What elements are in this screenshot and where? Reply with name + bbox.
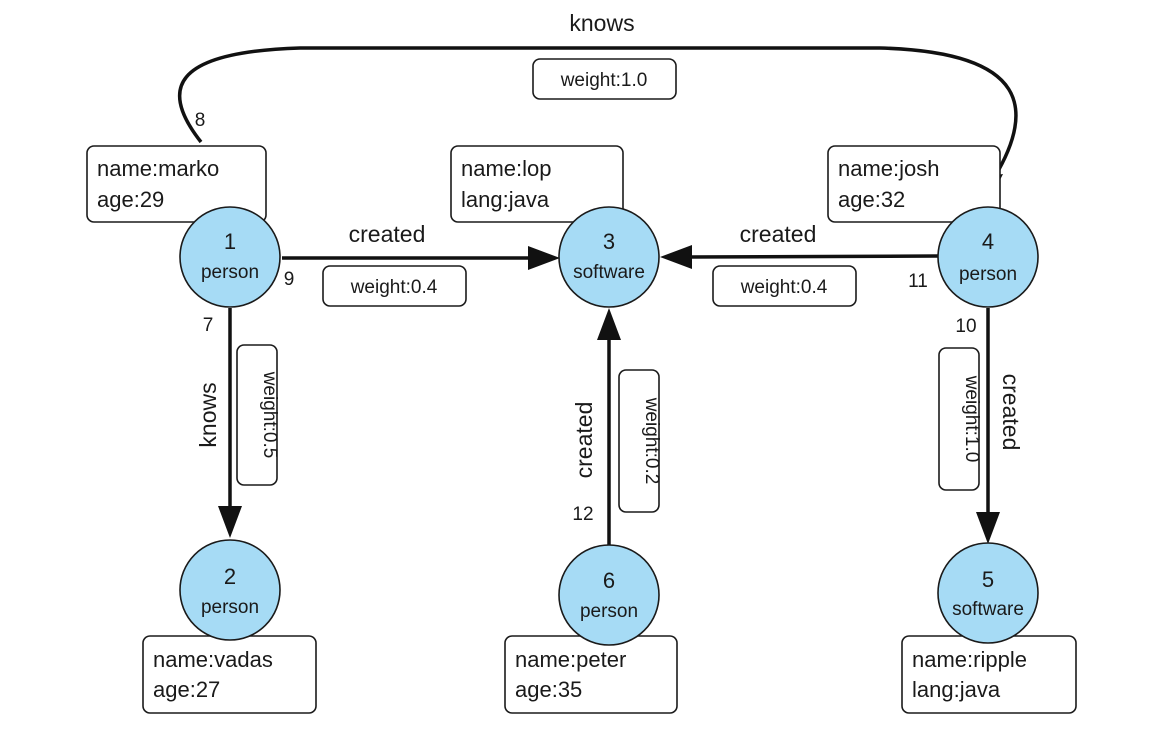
edge-10-arrowhead	[976, 512, 1000, 544]
vertex-3-label: software	[573, 262, 645, 283]
vertex-1-prop-name: name:marko	[97, 156, 219, 181]
edge-7-label: knows	[195, 382, 221, 447]
vertex-3-prop-name: name:lop	[461, 156, 552, 181]
vertex-2-circle	[179, 539, 281, 641]
edge-8-weight: weight:1.0	[560, 70, 648, 91]
vertex-1-prop-age: age:29	[97, 187, 164, 212]
vertex-3-properties: name:lop lang:java	[450, 145, 624, 223]
vertex-4-prop-age: age:32	[838, 187, 905, 212]
vertex-2-label: person	[201, 597, 259, 618]
edge-8-label: knows	[569, 10, 634, 36]
vertex-6: 6 person	[558, 544, 660, 646]
vertex-2: 2 person	[179, 539, 281, 641]
vertex-2-prop-name: name:vadas	[153, 647, 273, 672]
vertex-4-id: 4	[982, 229, 994, 254]
edge-7-id: 7	[203, 315, 214, 336]
vertex-5-prop-lang: lang:java	[912, 677, 1001, 702]
vertex-1-properties: name:marko age:29	[86, 145, 267, 223]
edge-12: created weight:0.2 12	[571, 308, 662, 546]
edge-10: created weight:1.0 10	[938, 308, 1024, 544]
vertex-3: 3 software	[558, 206, 660, 308]
edge-12-arrowhead	[597, 308, 621, 340]
edge-10-weight: weight:1.0	[961, 375, 982, 463]
edge-10-weight-box	[938, 347, 980, 491]
edge-9-arrowhead	[528, 246, 560, 270]
edge-9: created weight:0.4 9	[282, 221, 560, 307]
edge-9-weight-box	[322, 265, 467, 307]
edge-11-id: 11	[908, 271, 928, 292]
edge-11-label: created	[740, 221, 817, 247]
vertex-1-property-box	[86, 145, 267, 223]
vertex-2-id: 2	[224, 564, 236, 589]
edge-9-id: 9	[284, 269, 295, 290]
vertex-3-circle	[558, 206, 660, 308]
edge-11-line	[689, 254, 939, 259]
vertex-6-id: 6	[603, 568, 615, 593]
edge-10-id: 10	[955, 316, 976, 337]
edge-12-id: 12	[572, 504, 593, 525]
edge-8-line	[177, 46, 1018, 179]
vertex-3-property-box	[450, 145, 624, 223]
edge-11-weight: weight:0.4	[740, 277, 828, 298]
edge-12-label: created	[571, 402, 597, 479]
vertex-4: 4 person	[937, 206, 1039, 308]
edge-12-weight-box	[618, 369, 660, 513]
edge-10-label: created	[998, 374, 1024, 451]
edge-7-arrowhead	[218, 506, 242, 538]
vertex-1-circle	[179, 206, 281, 308]
edge-8-weight-box	[532, 58, 677, 100]
vertex-4-label: person	[959, 264, 1017, 285]
vertex-1-label: person	[201, 262, 259, 283]
vertex-5-circle	[937, 542, 1039, 644]
edge-9-weight: weight:0.4	[350, 277, 438, 298]
vertex-4-properties: name:josh age:32	[827, 145, 1001, 223]
vertex-5-properties: name:ripple lang:java	[901, 635, 1077, 714]
vertex-2-prop-age: age:27	[153, 677, 220, 702]
vertex-5-prop-name: name:ripple	[912, 647, 1027, 672]
vertex-1: 1 person	[179, 206, 281, 308]
vertex-5-label: software	[952, 599, 1024, 620]
vertex-5-id: 5	[982, 567, 994, 592]
vertex-1-id: 1	[224, 229, 236, 254]
vertex-6-prop-age: age:35	[515, 677, 582, 702]
vertex-6-circle	[558, 544, 660, 646]
edge-7: knows weight:0.5 7	[195, 308, 280, 538]
edge-8: knows weight:1.0 8	[177, 10, 1018, 204]
vertex-3-id: 3	[603, 229, 615, 254]
edge-8-id: 8	[195, 110, 206, 131]
edge-12-weight: weight:0.2	[641, 397, 662, 485]
vertex-5: 5 software	[937, 542, 1039, 644]
vertex-4-property-box	[827, 145, 1001, 223]
edge-11-arrowhead	[660, 245, 692, 269]
edge-7-weight: weight:0.5	[259, 371, 280, 459]
vertex-6-prop-name: name:peter	[515, 647, 626, 672]
vertex-4-prop-name: name:josh	[838, 156, 940, 181]
vertex-6-properties: name:peter age:35	[504, 635, 678, 714]
edge-11: created weight:0.4 11	[660, 221, 939, 307]
vertex-2-properties: name:vadas age:27	[142, 635, 317, 714]
vertex-4-circle	[937, 206, 1039, 308]
vertex-6-label: person	[580, 601, 638, 622]
edge-11-weight-box	[712, 265, 857, 307]
edge-7-weight-box	[236, 344, 278, 486]
vertex-3-prop-lang: lang:java	[461, 187, 550, 212]
edge-9-label: created	[349, 221, 426, 247]
